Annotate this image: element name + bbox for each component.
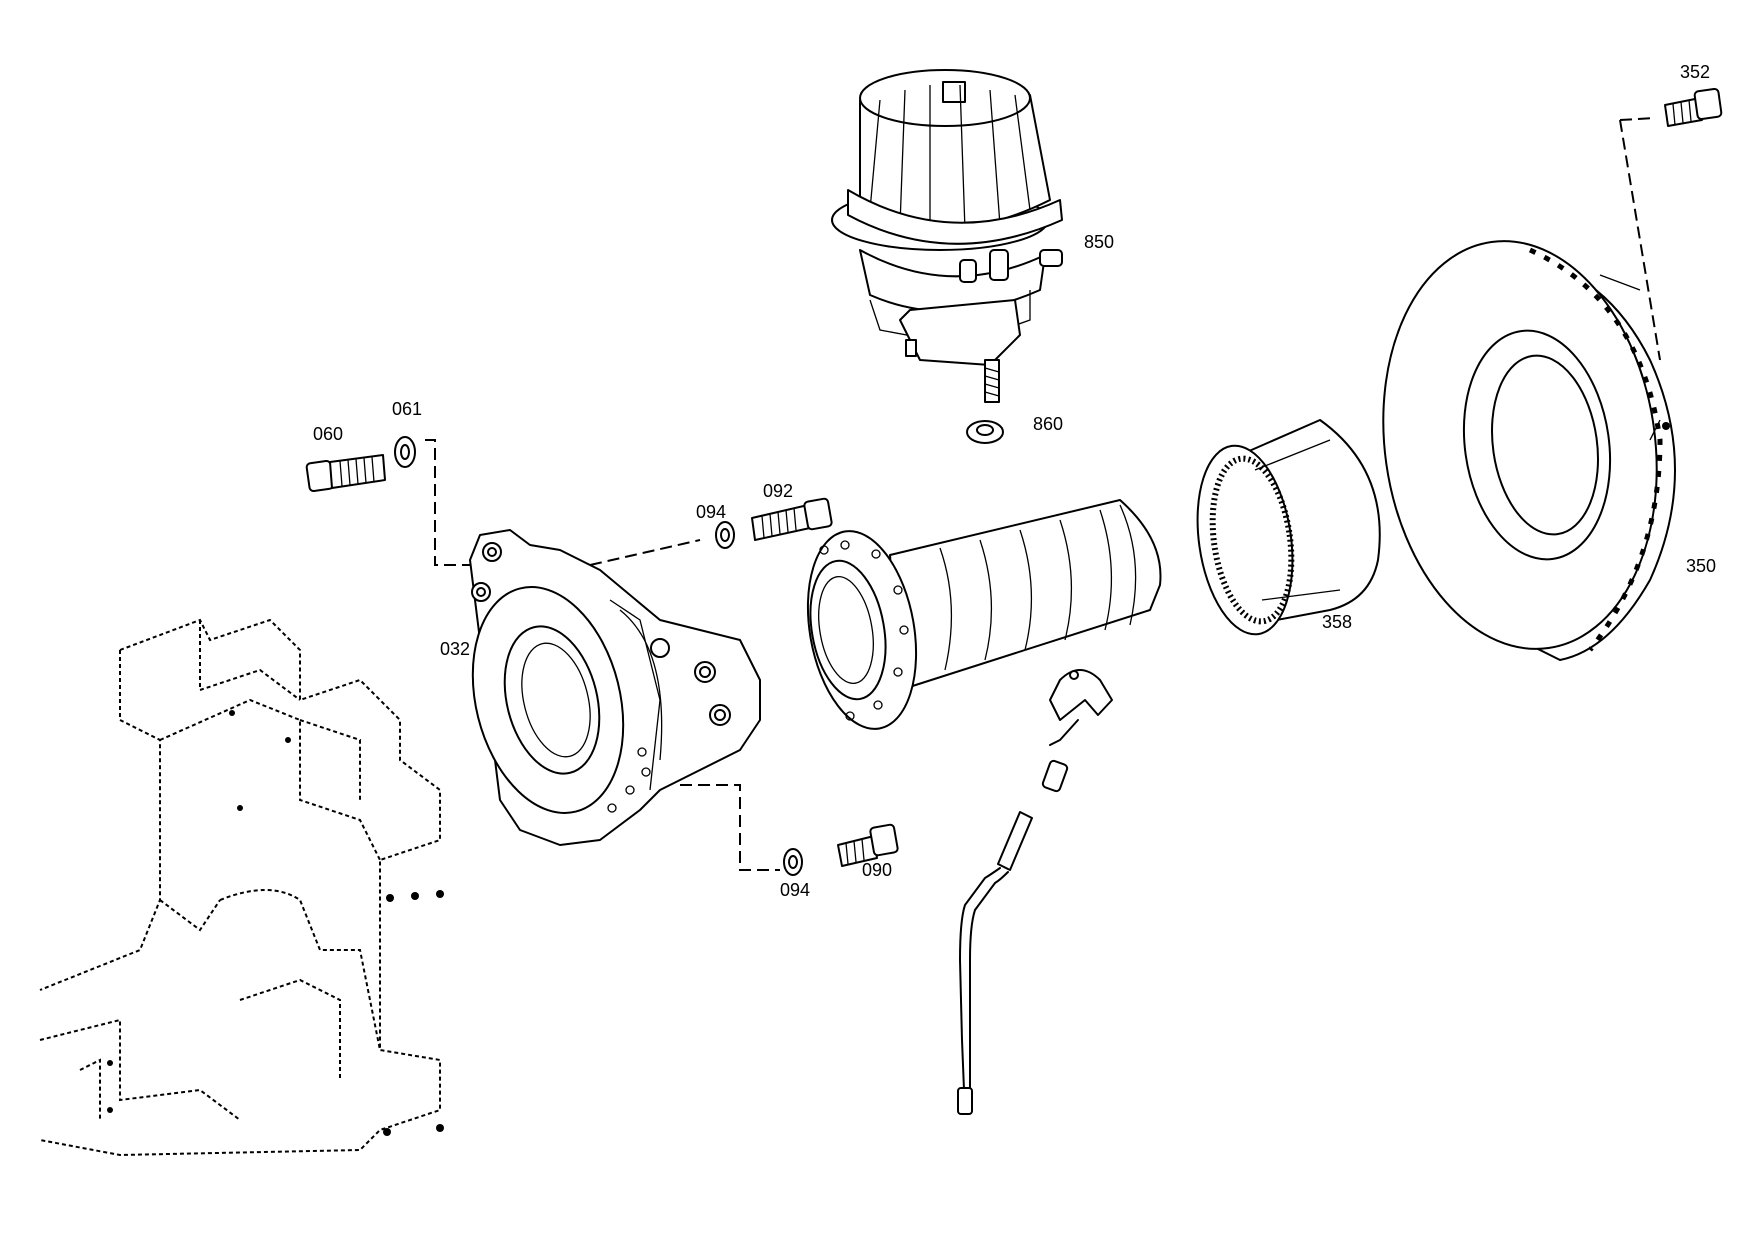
washer-094-top [715, 521, 735, 549]
nut-860 [966, 420, 1004, 444]
label-850: 850 [1084, 232, 1114, 252]
washer-094-bottom [783, 848, 803, 876]
axle-beam-outline [39, 618, 444, 1157]
brake-carrier-032 [469, 529, 761, 846]
bolt-060 [305, 454, 386, 493]
label-092: 092 [763, 481, 793, 501]
label-860: 860 [1033, 414, 1063, 434]
label-358: 358 [1322, 612, 1352, 632]
label-094-bottom: 094 [780, 880, 810, 900]
bolt-090 [837, 823, 899, 867]
label-094-top: 094 [696, 502, 726, 522]
part-labels: 032 060 061 090 092 094 094 350 352 358 … [313, 62, 1716, 900]
abs-sensor-assembly [957, 669, 1113, 1115]
bolt-352 [1664, 87, 1723, 127]
label-061: 061 [392, 399, 422, 419]
leader-lines [425, 117, 1661, 871]
wheel-hub-spindle [806, 499, 1162, 730]
washer-061 [394, 436, 416, 468]
tone-ring-358 [1196, 419, 1381, 636]
brake-disc-350 [1382, 240, 1676, 661]
label-090: 090 [862, 860, 892, 880]
label-032: 032 [440, 639, 470, 659]
label-350: 350 [1686, 556, 1716, 576]
label-060: 060 [313, 424, 343, 444]
bolt-092 [751, 497, 833, 541]
label-352: 352 [1680, 62, 1710, 82]
brake-chamber-850 [831, 69, 1063, 403]
